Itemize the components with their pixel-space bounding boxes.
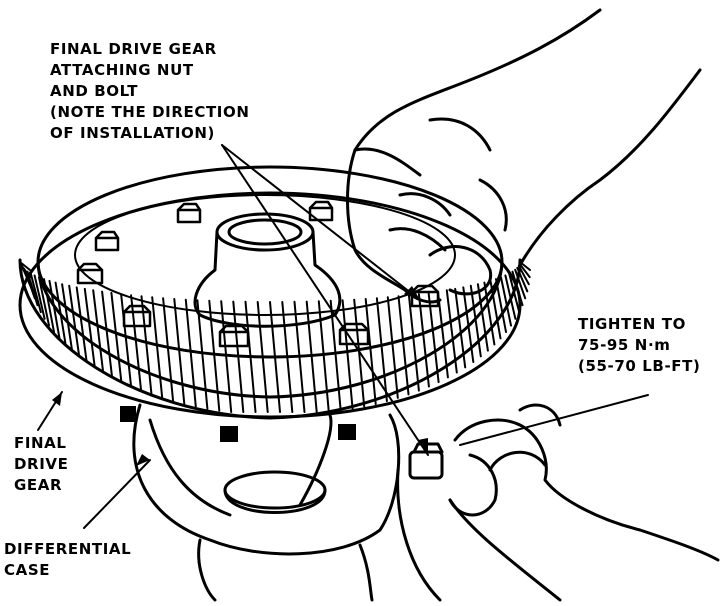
final-drive-gear [18,165,531,420]
label-line: FINAL DRIVE GEAR [50,40,217,58]
lower-hand [396,403,720,602]
label-line: 75-95 N·m [578,336,671,354]
bolt-heads [76,200,440,348]
label-differential-case: DIFFERENTIAL CASE [4,539,131,581]
label-final-drive-gear-attaching-nut-and-bolt: FINAL DRIVE GEAR ATTACHING NUT AND BOLT … [50,39,249,144]
label-final-drive-gear: FINAL DRIVE GEAR [14,433,68,496]
label-line: CASE [4,561,51,579]
label-tighten-torque: TIGHTEN TO 75-95 N·m (55-70 LB-FT) [578,314,700,377]
nuts-under-gear [120,406,356,442]
label-line: OF INSTALLATION) [50,124,215,142]
label-line: FINAL [14,434,67,452]
label-line: (NOTE THE DIRECTION [50,103,250,121]
label-line: (55-70 LB-FT) [578,357,701,375]
label-line: DIFFERENTIAL [4,540,132,558]
label-line: GEAR [14,476,63,494]
gear-hub [193,212,342,328]
upper-hand [346,8,702,304]
label-line: AND BOLT [50,82,139,100]
label-line: TIGHTEN TO [578,315,686,333]
differential-case [132,403,401,602]
gear-teeth [19,261,531,413]
label-line: ATTACHING NUT [50,61,194,79]
label-line: DRIVE [14,455,69,473]
